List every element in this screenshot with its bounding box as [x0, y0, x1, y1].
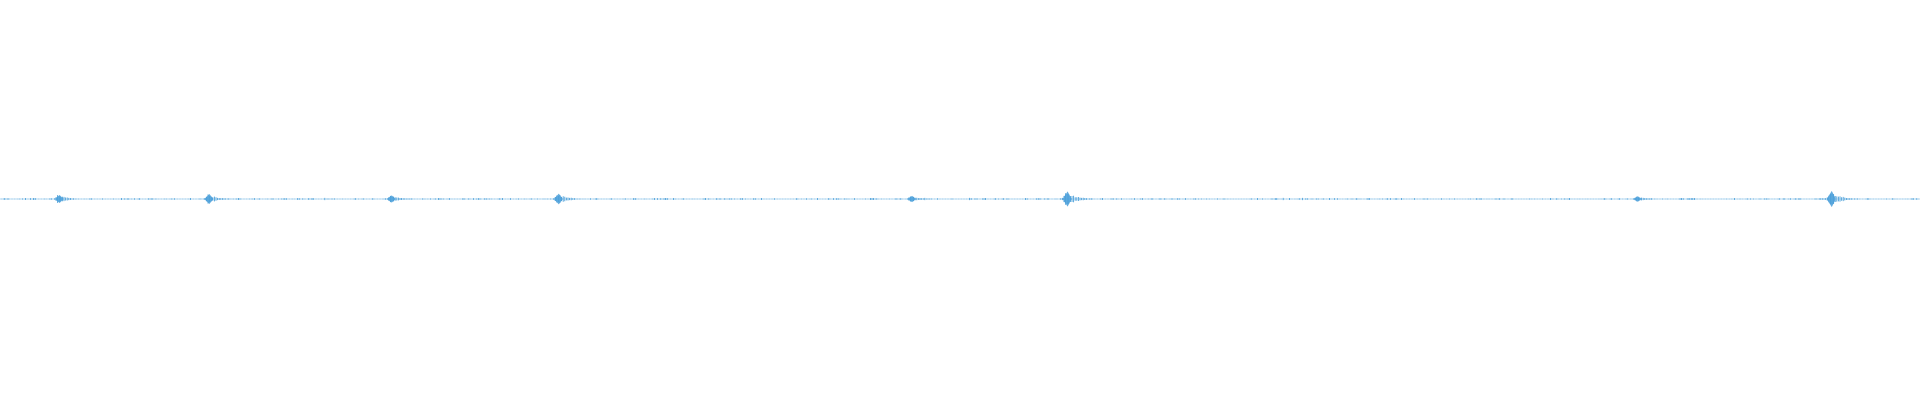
- waveform-burst-1: [54, 194, 64, 204]
- waveform-samples: [0, 193, 1920, 205]
- waveform-burst-5: [907, 195, 917, 203]
- waveform-burst-8: [1826, 190, 1836, 208]
- waveform-burst-2: [204, 194, 214, 204]
- waveform-burst-7: [1632, 196, 1642, 202]
- waveform-burst-3: [386, 195, 396, 203]
- waveform-burst-6: [1062, 191, 1072, 207]
- waveform-burst-4: [553, 193, 563, 205]
